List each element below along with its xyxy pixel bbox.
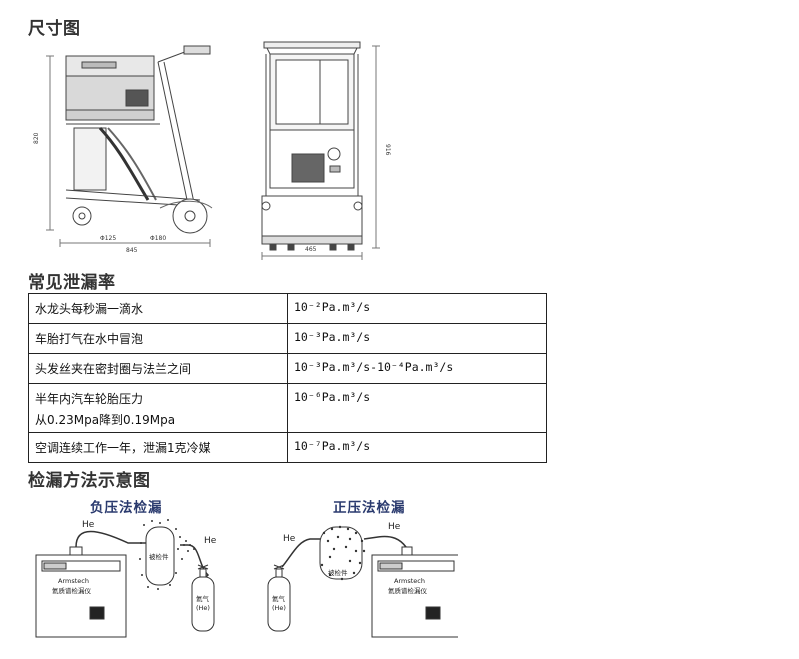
table-row: 水龙头每秒漏一滴水 10⁻²Pa.m³/s [28,293,547,324]
leak-rate-table: 水龙头每秒漏一滴水 10⁻²Pa.m³/s 车胎打气在水中冒泡 10⁻³Pa.m… [28,293,547,463]
wheel-large-label: Φ180 [150,235,166,242]
leak-desc-multiline: 半年内汽车轮胎压力 从0.23Mpa降到0.19Mpa [28,383,288,433]
negative-method-title: 负压法检漏 [90,500,163,516]
leak-rate: 10⁻⁶Pa.m³/s [287,383,547,433]
negative-diagram [35,519,215,638]
leak-rate: 10⁻³Pa.m³/s-10⁻⁴Pa.m³/s [287,353,547,384]
dimensions-title: 尺寸图 [28,19,81,39]
cylinder-label-formula: (He) [272,604,286,612]
dimension-drawing: 820 845 Φ125 Φ180 916 465 [30,40,405,265]
cylinder-label: 氦气 [196,594,210,603]
he-label: He [388,522,401,532]
positive-method-title: 正压法检漏 [333,500,406,516]
leak-rates-title: 常见泄漏率 [28,273,116,293]
leak-desc: 空调连续工作一年，泄漏1克冷媒 [28,432,288,463]
test-part-label: 被检件 [149,552,169,561]
test-part-label: 被检件 [328,568,348,577]
cylinder-label: 氦气 [272,594,286,603]
table-row: 车胎打气在水中冒泡 10⁻³Pa.m³/s [28,323,547,354]
table-row: 头发丝夹在密封圈与法兰之间 10⁻³Pa.m³/s-10⁻⁴Pa.m³/s [28,353,547,384]
table-row: 空调连续工作一年，泄漏1克冷媒 10⁻⁷Pa.m³/s [28,432,547,463]
methods-title: 检漏方法示意图 [28,471,151,491]
cylinder-label-formula: (He) [196,604,210,612]
leak-desc: 水龙头每秒漏一滴水 [28,293,288,324]
leak-desc-line2: 从0.23Mpa降到0.19Mpa [35,413,176,427]
device-name: 氦质谱检漏仪 [52,586,92,595]
methods-diagram: He He 被检件 Armstech 氦质谱检漏仪 氦气 (He) He He [35,519,458,638]
device-brand: Armstech [58,577,89,585]
helium-cloud [320,525,366,581]
he-label: He [204,536,217,546]
leak-rate: 10⁻³Pa.m³/s [287,323,547,354]
side-height-label: 820 [33,132,40,144]
table-row: 半年内汽车轮胎压力 从0.23Mpa降到0.19Mpa 10⁻⁶Pa.m³/s [28,383,547,433]
leak-desc: 头发丝夹在密封圈与法兰之间 [28,353,288,384]
leak-desc: 车胎打气在水中冒泡 [28,323,288,354]
device-brand: Armstech [394,577,425,585]
front-height-label: 916 [384,144,391,156]
front-width-label: 465 [305,246,317,253]
leak-rate: 10⁻²Pa.m³/s [287,293,547,324]
leak-desc: 半年内汽车轮胎压力 [35,392,144,406]
he-label: He [82,520,95,530]
side-width-label: 845 [126,247,138,254]
dimension-drawing-svg: 820 845 Φ125 Φ180 916 465 [33,41,391,260]
positive-diagram [267,525,458,638]
wheel-small-label: Φ125 [100,235,116,242]
he-label: He [283,534,296,544]
test-part [145,526,175,586]
leak-rate: 10⁻⁷Pa.m³/s [287,432,547,463]
device-name: 氦质谱检漏仪 [388,586,428,595]
front-view [261,41,380,260]
side-view [46,45,213,247]
